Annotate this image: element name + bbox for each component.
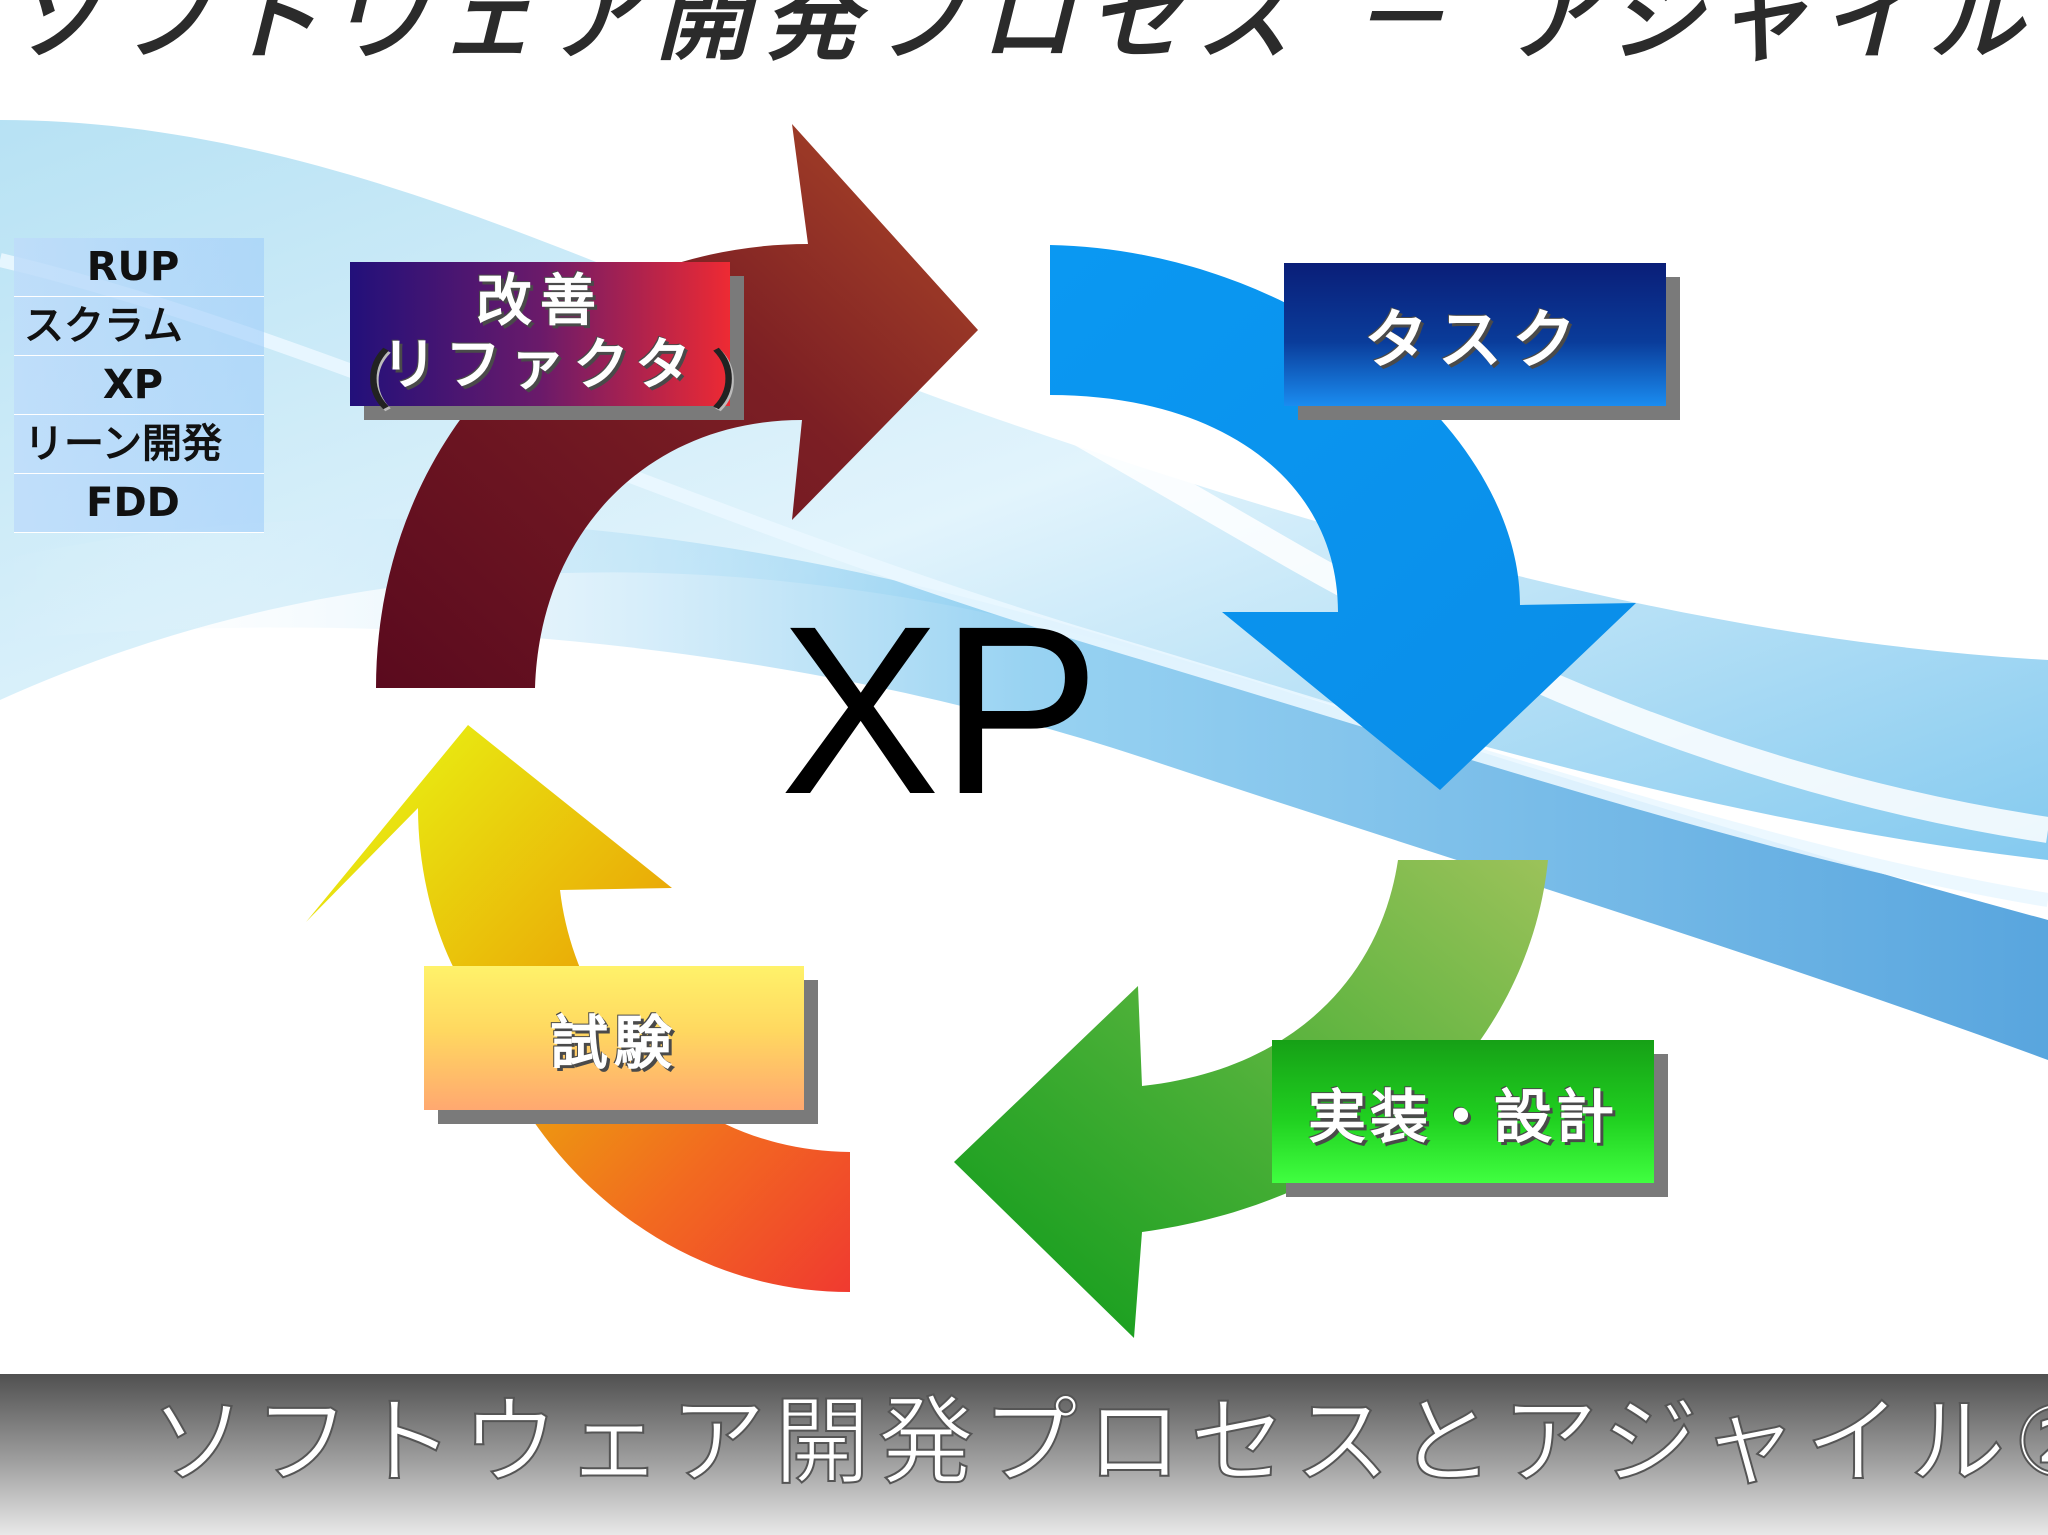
method-list: RUP スクラム XP リーン開発 FDD [14,238,264,533]
step-task-label: タスク [1364,303,1586,378]
slide-title: ソフトウェア開発プロセス － アジャイル [8,0,2037,74]
arrow-task [1050,245,1636,790]
step-refactor-box: 改善 リファクタ [350,262,730,406]
arrow-implement [954,860,1548,1338]
method-list-item: リーン開発 [14,415,264,474]
step-task-box: タスク [1284,263,1666,406]
method-list-item: スクラム [14,297,264,356]
step-implement-box: 実装・設計 [1272,1040,1654,1183]
cycle-center-label: XP [779,576,1101,844]
paren-close: ） [712,344,775,417]
step-implement-label: 実装・設計 [1307,1082,1618,1151]
arrow-refactor [376,124,978,688]
method-list-item: XP [14,356,264,415]
method-list-item: FDD [14,474,264,533]
footer-bar: ソフトウェア開発プロセスとアジャイル② [0,1374,2048,1535]
paren-open: （ [328,344,391,417]
step-refactor-sublabel: リファクタ [381,333,699,398]
footer-title: ソフトウェア開発プロセスとアジャイル② [149,1385,2048,1499]
step-test-box: 試験 [424,966,804,1110]
step-test-label: 試験 [549,1009,678,1077]
step-refactor-label: 改善 [476,269,604,334]
method-list-item: RUP [14,238,264,297]
